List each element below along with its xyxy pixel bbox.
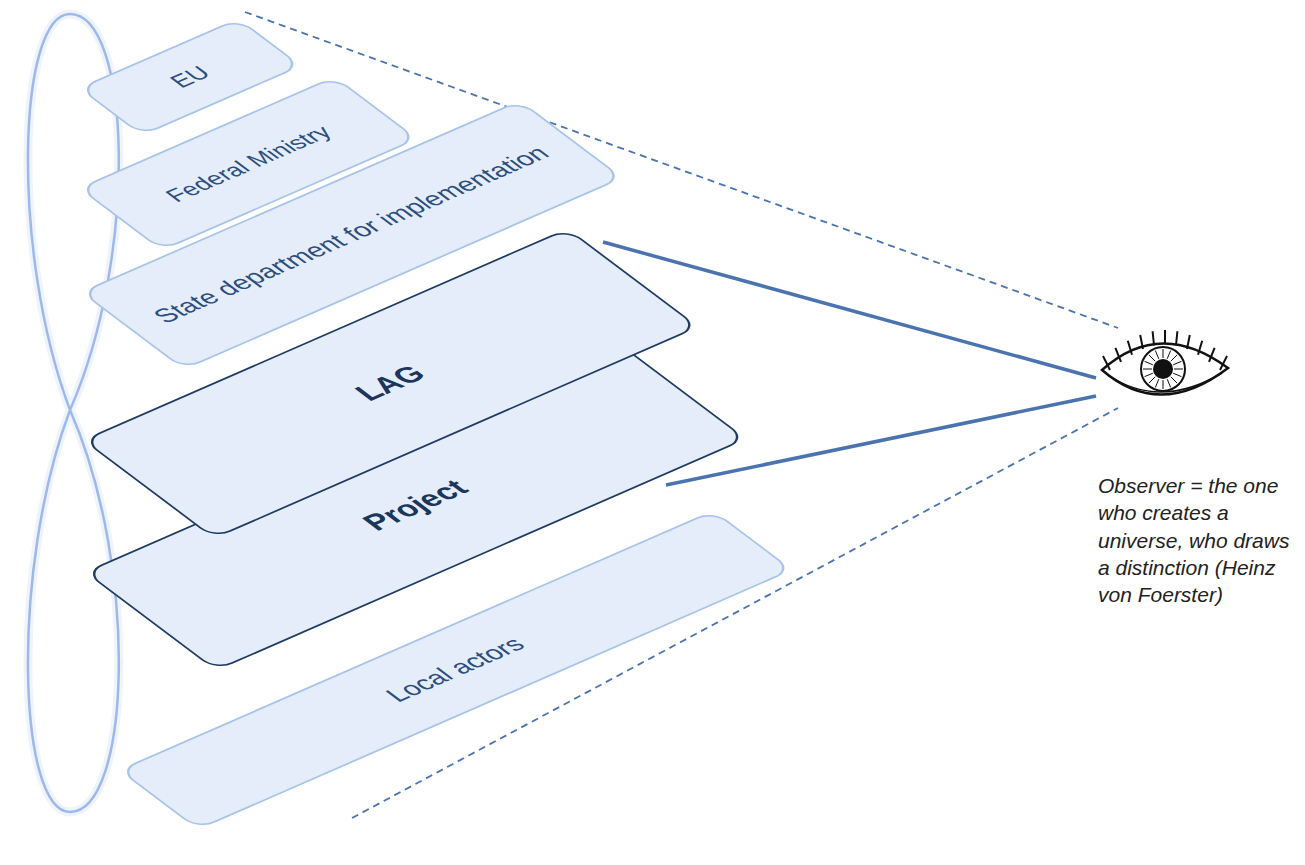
layer-label: Project — [334, 464, 497, 548]
observer-note: Observer = the one who creates a univers… — [1098, 472, 1300, 608]
layer-label: Local actors — [358, 622, 552, 718]
layer-label: EU — [143, 51, 238, 103]
eye-icon — [1102, 330, 1228, 395]
layer-label: LAG — [327, 349, 455, 417]
loop-glow — [28, 14, 119, 812]
infinity-loop — [28, 14, 119, 812]
